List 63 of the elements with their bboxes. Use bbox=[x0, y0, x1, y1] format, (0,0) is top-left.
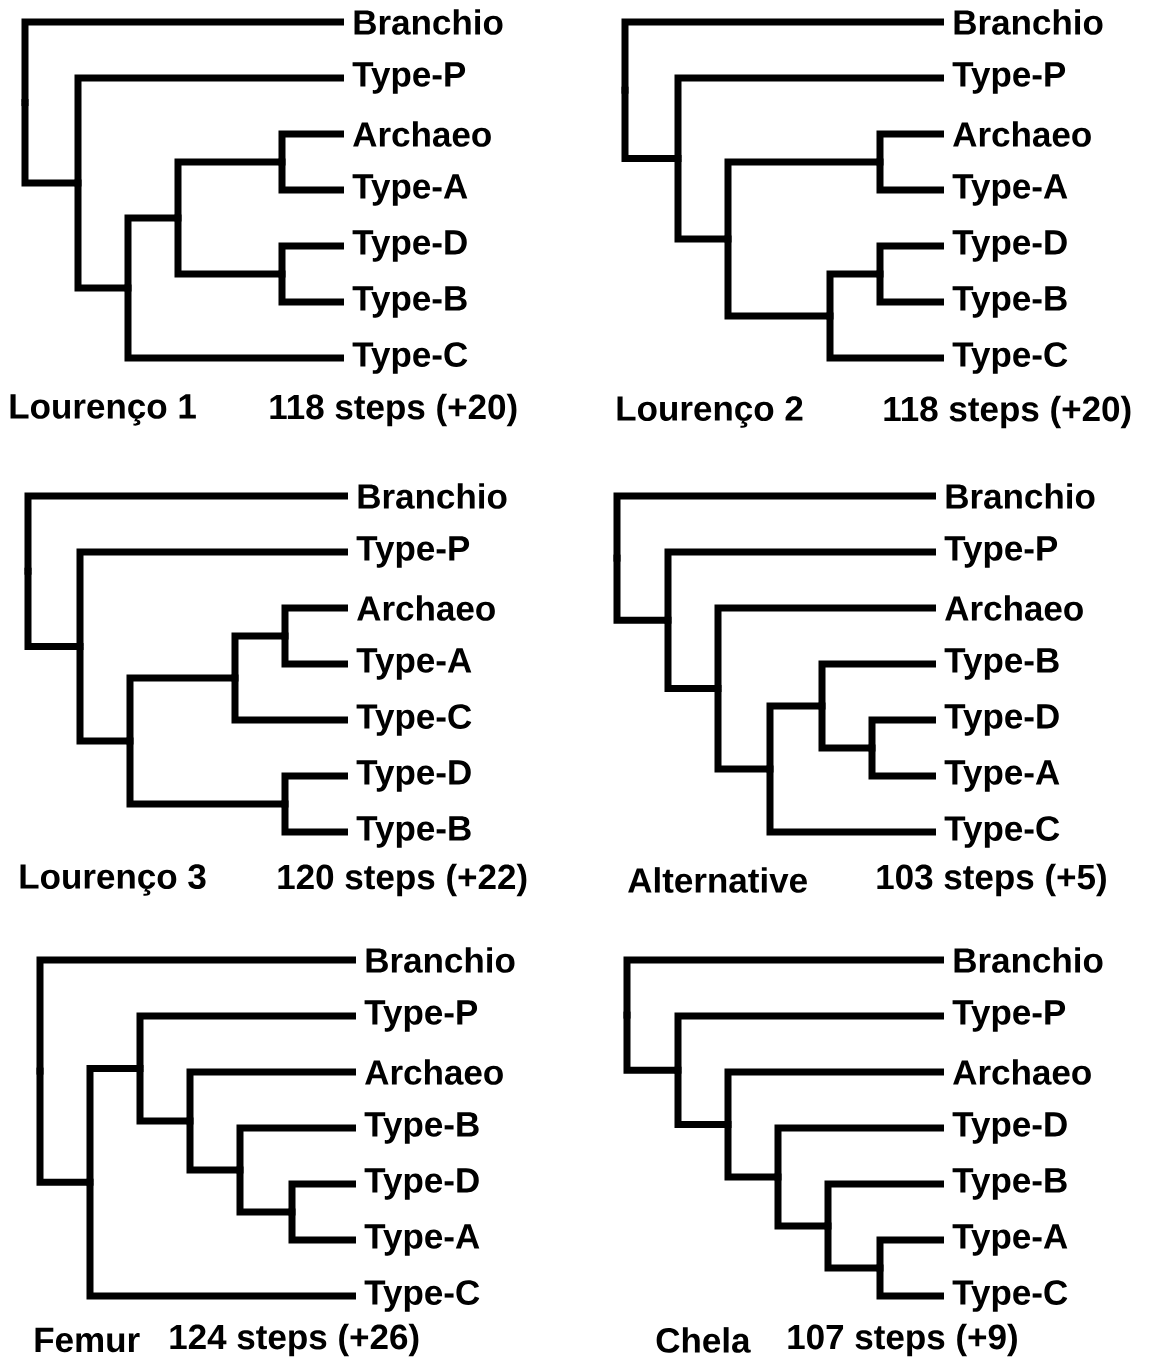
taxon-label: Type-D bbox=[952, 230, 1067, 262]
taxon-label: Type-D bbox=[952, 1112, 1067, 1144]
taxon-label: Type-C bbox=[952, 342, 1068, 374]
branch-line bbox=[86, 1065, 140, 1183]
tree-caption: Alternative bbox=[628, 867, 807, 893]
taxon-label: Branchio bbox=[354, 9, 503, 35]
taxon-label: Type-P bbox=[356, 536, 470, 568]
taxon-label: Branchio bbox=[358, 483, 507, 509]
taxon-label: Type-B bbox=[364, 1112, 479, 1144]
taxon-label: Type-B bbox=[952, 1168, 1067, 1200]
tree-caption: 118 steps (+20) bbox=[270, 393, 517, 427]
taxon-label: Type-P bbox=[952, 1000, 1066, 1032]
taxon-label: Type-P bbox=[364, 1000, 478, 1032]
branch-line bbox=[21, 102, 78, 187]
taxon-label: Branchio bbox=[954, 9, 1103, 35]
taxon-label: Archaeo bbox=[357, 595, 495, 621]
taxon-label: Type-A bbox=[352, 174, 468, 206]
tree-caption: Lourenço 3 bbox=[20, 864, 206, 896]
taxon-label: Branchio bbox=[954, 947, 1103, 973]
taxon-label: Branchio bbox=[366, 947, 515, 973]
taxon-label: Type-B bbox=[952, 286, 1067, 318]
taxon-label: Type-C bbox=[352, 342, 468, 374]
tree-caption: Lourenço 1 bbox=[10, 394, 196, 426]
taxon-label: Archaeo bbox=[945, 595, 1083, 621]
taxon-label: Type-B bbox=[356, 816, 471, 848]
taxon-label: Type-B bbox=[944, 648, 1059, 680]
taxon-label: Type-A bbox=[944, 760, 1060, 792]
taxon-label: Type-A bbox=[952, 1224, 1068, 1256]
taxon-label: Type-P bbox=[352, 62, 466, 94]
tree-caption: 103 steps (+5) bbox=[877, 863, 1106, 897]
taxon-label: Branchio bbox=[946, 483, 1095, 509]
taxon-label: Archaeo bbox=[365, 1059, 503, 1085]
taxon-label: Type-A bbox=[356, 648, 472, 680]
taxon-label: Archaeo bbox=[353, 121, 491, 147]
taxon-label: Type-B bbox=[352, 286, 467, 318]
branch-line bbox=[136, 1068, 190, 1125]
taxon-label: Type-D bbox=[352, 230, 467, 262]
taxon-label: Type-C bbox=[944, 816, 1060, 848]
tree-caption: 124 steps (+26) bbox=[170, 1323, 419, 1357]
branch-line bbox=[724, 239, 830, 320]
taxon-label: Type-P bbox=[944, 536, 1058, 568]
taxon-label: Type-P bbox=[952, 62, 1066, 94]
tree-caption: 107 steps (+9) bbox=[788, 1323, 1017, 1357]
taxon-label: Type-C bbox=[356, 704, 472, 736]
tree-caption: 118 steps (+20) bbox=[884, 395, 1131, 429]
taxon-label: Archaeo bbox=[953, 1059, 1091, 1085]
tree-caption: Femur bbox=[35, 1327, 140, 1353]
branch-line bbox=[818, 706, 872, 752]
taxon-label: Type-D bbox=[356, 760, 471, 792]
taxon-label: Type-D bbox=[364, 1168, 479, 1200]
branch-line bbox=[236, 1170, 292, 1216]
branch-line bbox=[766, 702, 822, 769]
taxon-label: Archaeo bbox=[953, 121, 1091, 147]
tree-caption: Chela bbox=[656, 1327, 751, 1353]
branch-line bbox=[664, 620, 718, 692]
taxon-label: Type-D bbox=[944, 704, 1059, 736]
tree-caption: Lourenço 2 bbox=[617, 396, 803, 428]
taxon-label: Type-C bbox=[364, 1280, 480, 1312]
tree-caption: 120 steps (+22) bbox=[278, 863, 527, 897]
taxon-label: Type-C bbox=[952, 1280, 1068, 1312]
taxon-label: Type-A bbox=[952, 174, 1068, 206]
branch-line bbox=[774, 1177, 828, 1230]
taxon-label: Type-A bbox=[364, 1224, 480, 1256]
